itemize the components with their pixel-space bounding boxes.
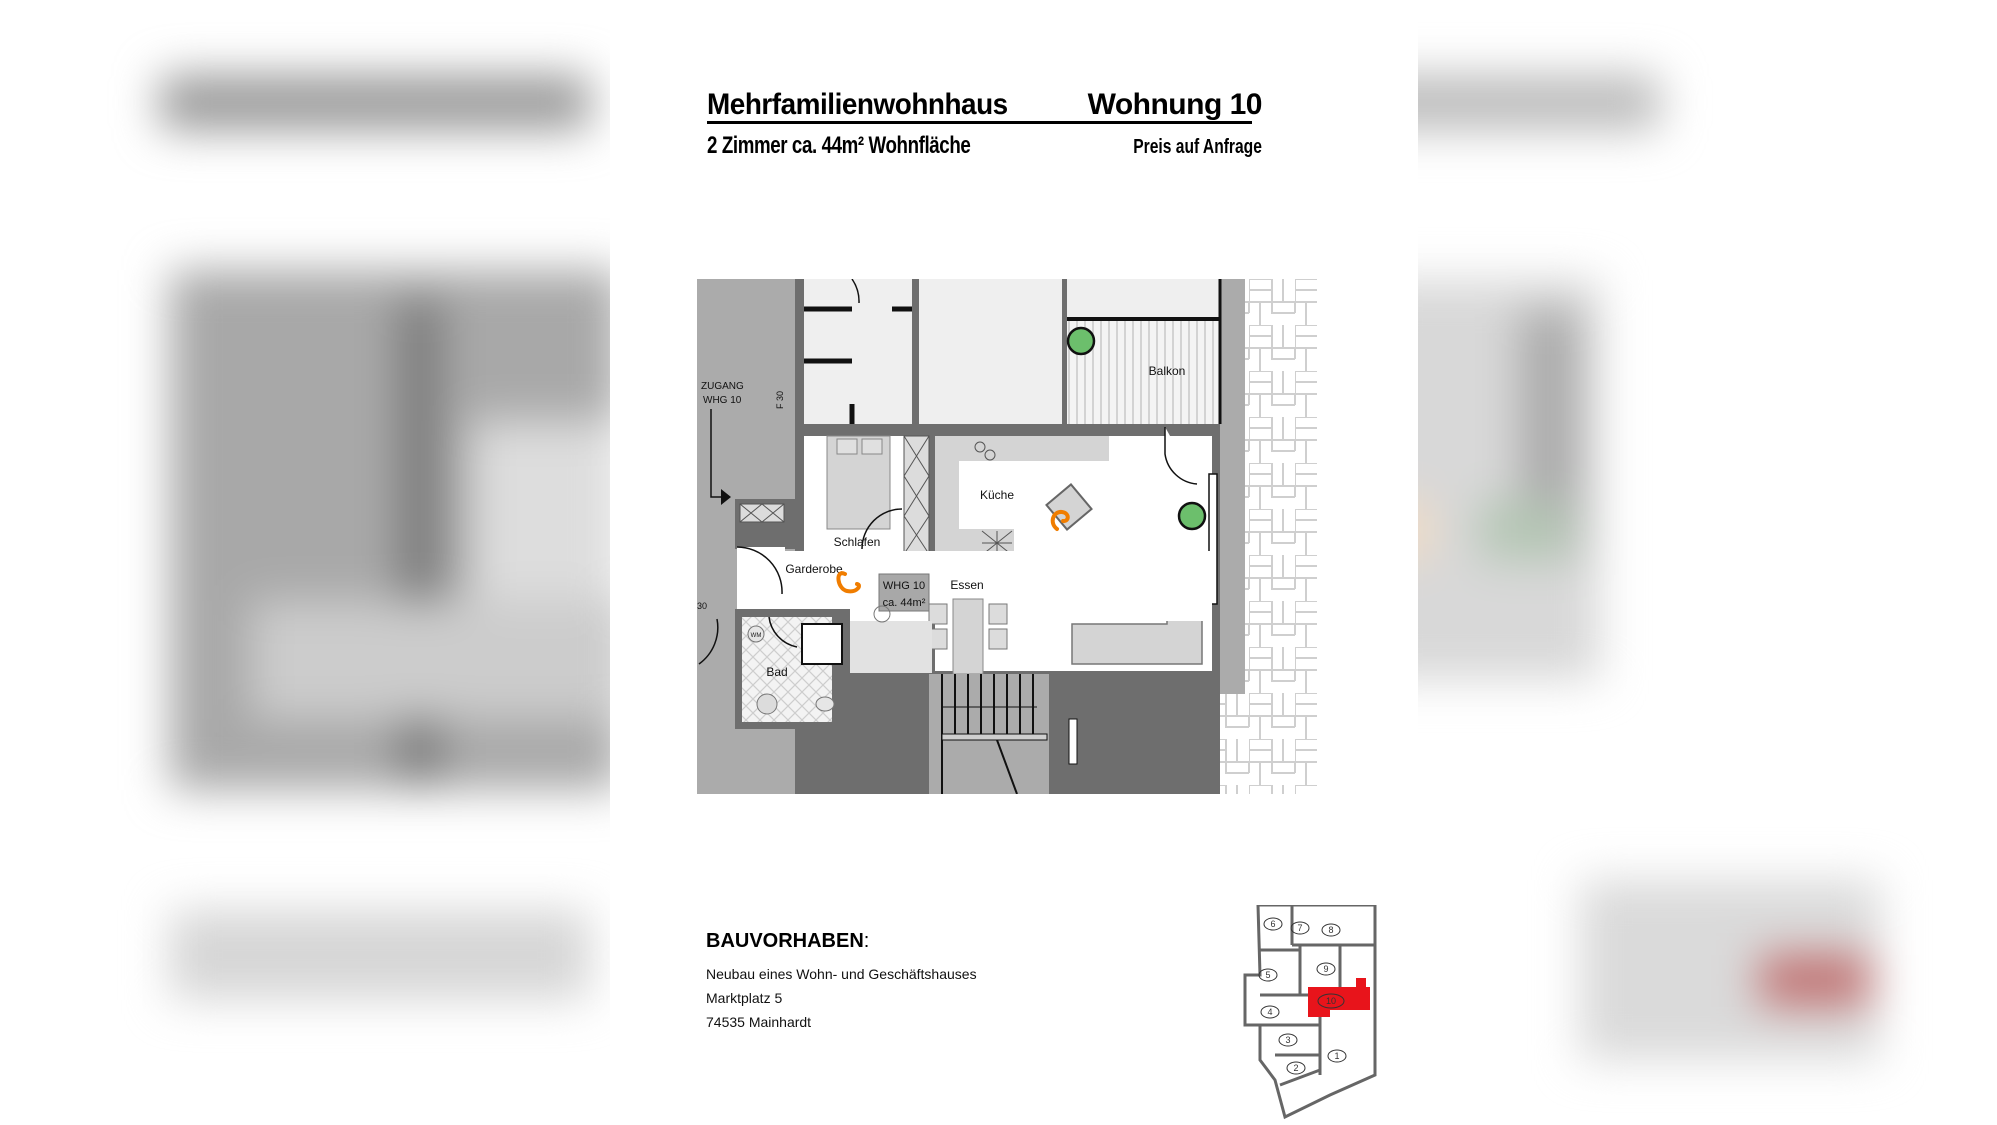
room-label-balcony: Balkon xyxy=(1149,364,1186,378)
site-unit-8: 8 xyxy=(1328,925,1333,935)
fire-rating-label: F 30 xyxy=(775,391,785,409)
room-label-kitchen: Küche xyxy=(980,488,1014,502)
fire-rating-side-label: 30 xyxy=(697,601,707,611)
site-unit-9: 9 xyxy=(1323,964,1328,974)
room-label-dining: Essen xyxy=(950,578,983,592)
unit-number: Wohnung 10 xyxy=(1087,88,1263,121)
unit-badge-name: WHG 10 xyxy=(883,580,925,592)
project-description: Neubau eines Wohn- und Geschäftshauses xyxy=(706,966,977,982)
site-unit-1: 1 xyxy=(1334,1051,1339,1061)
room-label-bathroom: Bad xyxy=(766,665,787,679)
site-unit-10-highlighted: 10 xyxy=(1326,996,1336,1006)
site-unit-2: 2 xyxy=(1293,1063,1298,1073)
project-street: Marktplatz 5 xyxy=(706,990,783,1006)
site-unit-7: 7 xyxy=(1297,923,1302,933)
project-heading-text: BAUVORHABEN xyxy=(706,930,864,952)
washer-label: WM xyxy=(751,633,762,639)
price-note: Preis auf Anfrage xyxy=(1133,136,1262,158)
entrance-label-line1: ZUGANG xyxy=(701,381,744,392)
header-divider xyxy=(707,121,1252,124)
document-page: Mehrfamilienwohnhaus Wohnung 10 2 Zimmer… xyxy=(610,0,1418,1123)
project-city: 74535 Mainhardt xyxy=(706,1014,812,1030)
site-unit-4: 4 xyxy=(1267,1007,1272,1017)
room-label-bedroom: Schlafen xyxy=(834,535,881,549)
entrance-label-line2: WHG 10 xyxy=(703,395,742,406)
site-unit-5: 5 xyxy=(1265,970,1270,980)
site-unit-6: 6 xyxy=(1270,919,1275,929)
unit-size-subtitle: 2 Zimmer ca. 44m² Wohnfläche xyxy=(707,132,971,159)
site-unit-3: 3 xyxy=(1285,1035,1290,1045)
floor-plan: Balkon Schlafen Küche xyxy=(697,279,1317,794)
unit-badge-area: ca. 44m² xyxy=(883,597,926,609)
site-key-map: 6 7 8 5 9 10 4 3 1 2 xyxy=(1240,903,1390,1120)
project-heading: BAUVORHABEN: xyxy=(706,930,870,952)
room-label-garderobe: Garderobe xyxy=(785,562,843,576)
document-title: Mehrfamilienwohnhaus xyxy=(707,88,1008,121)
